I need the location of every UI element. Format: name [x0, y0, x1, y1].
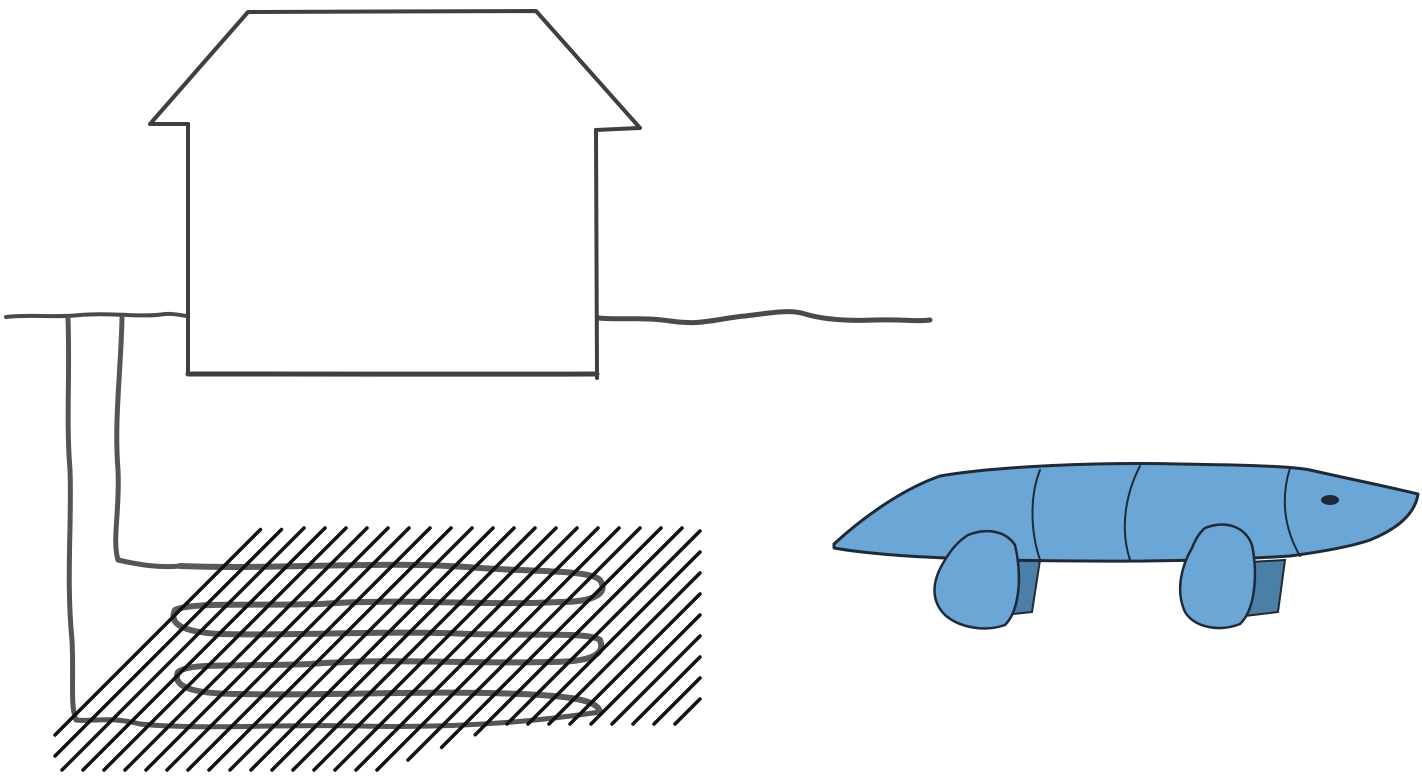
robot-front-track-left — [933, 529, 1021, 630]
hatch-line — [291, 526, 537, 772]
hatch-line — [228, 526, 474, 772]
pipe-outer — [65, 315, 603, 730]
hatch-line — [547, 571, 702, 726]
hatch-line — [60, 526, 306, 772]
house-floor — [185, 371, 600, 377]
hatch-line — [165, 526, 411, 772]
ground-line-right — [595, 309, 933, 326]
hatch-line — [53, 527, 263, 737]
hatch-line — [249, 526, 495, 772]
hatch-line — [568, 592, 702, 726]
hatch-line — [81, 526, 327, 772]
hatched-ground-zone — [53, 526, 702, 772]
hatch-line — [333, 526, 579, 772]
robot-segment-line-2 — [1123, 465, 1141, 561]
hatch-line — [123, 526, 369, 772]
hatch-line — [439, 526, 663, 750]
hatch-line — [610, 634, 702, 726]
hatch-line — [186, 526, 432, 772]
hatch-line — [375, 526, 621, 772]
hatch-line — [526, 550, 702, 726]
hatch-line — [505, 529, 702, 726]
hatch-line — [473, 526, 684, 737]
hatch-line — [652, 676, 702, 726]
hatch-line — [312, 526, 558, 772]
house-icon — [148, 9, 642, 380]
tracked-robot-icon — [832, 462, 1420, 630]
hatch-line — [631, 655, 702, 726]
hatch-line — [270, 526, 516, 772]
robot-segment-line-1 — [1031, 469, 1041, 561]
hatch-line — [102, 526, 348, 772]
hatch-line — [354, 526, 600, 772]
ground-line-left — [4, 311, 190, 319]
robot-eye — [1321, 495, 1339, 505]
hatch-line — [53, 527, 284, 758]
robot-front-track-right — [1178, 523, 1257, 630]
hatch-line — [144, 526, 390, 772]
hatch-line — [673, 697, 702, 726]
pipe-inner — [113, 315, 183, 570]
hatch-line — [207, 526, 453, 772]
robot-segment-line-3 — [1283, 467, 1301, 557]
hatch-line — [406, 526, 642, 762]
house-wall-right — [594, 128, 599, 380]
hatch-line — [589, 613, 702, 726]
house-roof — [148, 9, 642, 132]
